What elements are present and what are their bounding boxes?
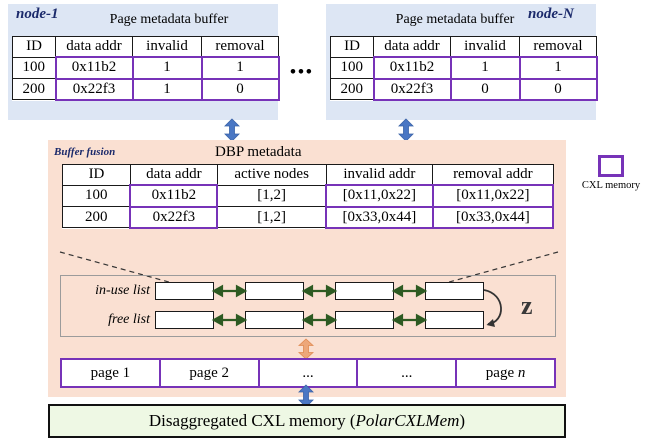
cell-removal: 0	[200, 77, 280, 101]
cell-invalidaddr: [0x33,0x44]	[325, 205, 434, 229]
cxl-box-text-after: )	[459, 411, 466, 430]
cell-invalid: 1	[131, 77, 203, 101]
col-activenodes: active nodes	[216, 164, 327, 186]
cell-invalid: 1	[131, 56, 203, 80]
cell-invalid: 0	[449, 77, 521, 101]
free-list-node	[155, 311, 214, 329]
in-use-list-label: in-use list	[95, 283, 150, 298]
cell-dataaddr: 0x11b2	[129, 184, 219, 208]
nodes-ellipsis: •••	[290, 62, 314, 81]
list-link-arrow	[301, 313, 338, 327]
page-cell-last: page n	[457, 360, 554, 386]
cell-id: 100	[330, 56, 374, 80]
col-removal: removal	[201, 36, 279, 58]
list-link-arrow	[301, 284, 338, 298]
cxl-box-text-before: Disaggregated CXL memory (	[148, 411, 356, 430]
free-list-node	[335, 311, 394, 329]
cell-id: 100	[62, 184, 131, 208]
dashed-connector-left	[59, 251, 177, 285]
free-list-node	[425, 311, 484, 329]
pages-bar: page 1 page 2 ... ... page n	[60, 358, 556, 388]
in-use-list-node	[335, 282, 394, 300]
dbp-metadata-title: DBP metadata	[215, 144, 302, 160]
cxl-memory-legend-swatch	[598, 155, 624, 177]
table-row: 200 0x22f3 1 0	[12, 77, 280, 101]
cell-removaladdr: [0x11,0x22]	[431, 184, 555, 208]
node-1-label: node-1	[16, 6, 59, 22]
cell-removal: 1	[518, 56, 598, 80]
cell-id: 200	[12, 77, 56, 101]
node-n-table: ID data addr invalid removal 100 0x11b2 …	[330, 36, 598, 101]
page-cell-last-prefix: page	[485, 365, 518, 381]
cell-dataaddr: 0x11b2	[372, 56, 452, 80]
buffer-fusion-label: Buffer fusion	[54, 146, 116, 158]
col-dataaddr: data addr	[129, 164, 218, 186]
arrow-list-to-pages	[297, 338, 315, 360]
dashed-connector-right	[441, 251, 559, 285]
cell-removal: 1	[200, 56, 280, 80]
node-1-title: Page metadata buffer	[109, 12, 229, 27]
node-n-title: Page metadata buffer	[395, 12, 515, 27]
list-link-arrow	[391, 284, 428, 298]
dbp-metadata-table: ID data addr active nodes invalid addr r…	[62, 164, 555, 229]
recycle-z-glyph: z	[521, 291, 533, 320]
node-1-table: ID data addr invalid removal 100 0x11b2 …	[12, 36, 280, 101]
cell-activenodes: [1,2]	[216, 184, 327, 208]
page-list-box	[60, 275, 556, 337]
table-row: 100 0x11b2 1 1	[330, 56, 598, 80]
page-cell: ...	[260, 360, 359, 386]
cxl-memory-legend-label: CXL memory	[581, 180, 641, 191]
col-dataaddr: data addr	[373, 36, 451, 58]
free-list-node	[245, 311, 304, 329]
cell-removaladdr: [0x33,0x44]	[431, 205, 555, 229]
col-invalid: invalid	[132, 36, 202, 58]
col-invalid: invalid	[450, 36, 520, 58]
cell-dataaddr: 0x11b2	[54, 56, 134, 80]
arrow-node1-to-fusion	[224, 118, 240, 142]
table-header-row: ID data addr active nodes invalid addr r…	[62, 164, 554, 186]
cell-invalidaddr: [0x11,0x22]	[325, 184, 434, 208]
page-cell: page 2	[161, 360, 260, 386]
col-id: ID	[330, 36, 374, 58]
cell-invalid: 1	[449, 56, 521, 80]
cell-dataaddr: 0x22f3	[129, 205, 219, 229]
table-header-row: ID data addr invalid removal	[330, 36, 597, 58]
table-row: 100 0x11b2 1 1	[12, 56, 280, 80]
cell-removal: 0	[518, 77, 598, 101]
list-link-arrow	[211, 313, 248, 327]
cxl-box-text-italic: PolarCXLMem	[355, 411, 460, 430]
in-use-list-node	[425, 282, 484, 300]
recycle-curved-arrow	[483, 289, 502, 327]
table-row: 100 0x11b2 [1,2] [0x11,0x22] [0x11,0x22]	[62, 184, 555, 208]
node-n-label: node-N	[528, 6, 574, 22]
cell-id: 100	[12, 56, 56, 80]
cell-dataaddr: 0x22f3	[372, 77, 452, 101]
table-row: 200 0x22f3 [1,2] [0x33,0x44] [0x33,0x44]	[62, 205, 555, 229]
cell-activenodes: [1,2]	[216, 205, 327, 229]
table-row: 200 0x22f3 0 0	[330, 77, 598, 101]
cell-id: 200	[62, 205, 131, 229]
page-cell: ...	[358, 360, 458, 386]
col-id: ID	[62, 164, 131, 186]
list-link-arrow	[391, 313, 428, 327]
in-use-list-node	[245, 282, 304, 300]
col-id: ID	[12, 36, 56, 58]
cell-dataaddr: 0x22f3	[54, 77, 134, 101]
in-use-list-node	[155, 282, 214, 300]
free-list-label: free list	[108, 312, 150, 327]
list-link-arrow	[211, 284, 248, 298]
table-header-row: ID data addr invalid removal	[12, 36, 279, 58]
col-dataaddr: data addr	[55, 36, 133, 58]
cell-id: 200	[330, 77, 374, 101]
arrow-noden-to-fusion	[398, 118, 414, 142]
page-cell-last-index: n	[517, 365, 526, 381]
page-cell: page 1	[62, 360, 161, 386]
col-removal: removal	[519, 36, 597, 58]
col-removaladdr: removal addr	[432, 164, 554, 186]
disaggregated-cxl-memory-box: Disaggregated CXL memory (PolarCXLMem)	[48, 404, 566, 438]
col-invalidaddr: invalid addr	[325, 164, 434, 186]
